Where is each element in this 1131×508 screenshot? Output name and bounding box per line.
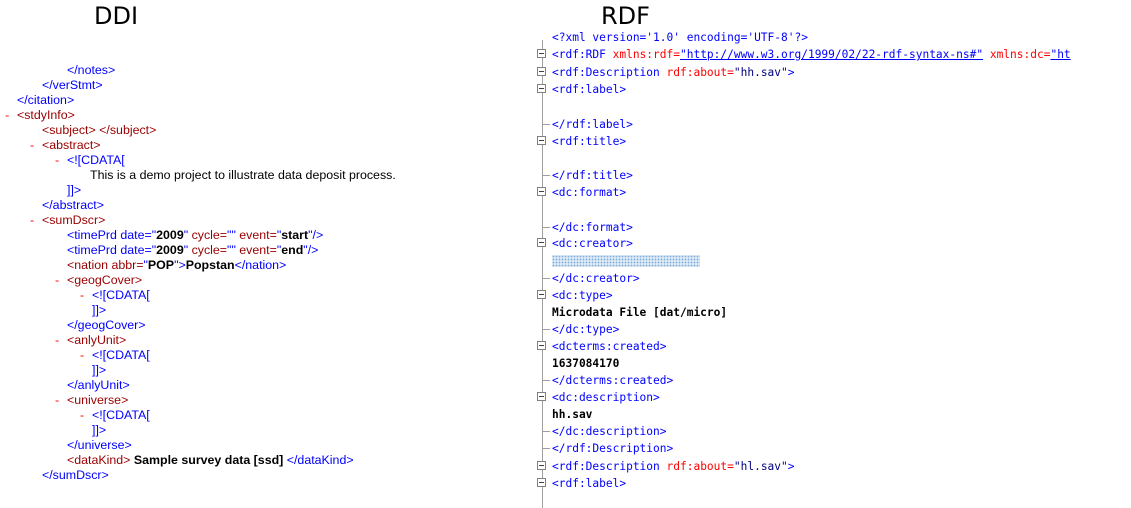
anlyunit-collapse-toggle[interactable]: -: [55, 333, 60, 347]
fold-guide-line: [542, 40, 543, 508]
fold-toggle-icon[interactable]: [537, 478, 546, 487]
rdf-line-title-close: </rdf:title>: [532, 167, 633, 184]
rdf-line-label2-open: <rdf:label>: [532, 475, 626, 492]
geogcover-collapse-toggle[interactable]: -: [55, 273, 60, 287]
ddi-line-datakind: <dataKind> Sample survey data [ssd] </da…: [67, 453, 354, 467]
universe-cdata-collapse-toggle[interactable]: -: [80, 408, 85, 422]
rdf-line-type-open: <dc:type>: [532, 287, 613, 304]
ddi-line-abstract-cdata-open: - <![CDATA[: [55, 153, 125, 167]
rdf-line-creator-selection: [532, 252, 700, 269]
rdf-line-title-open: <rdf:title>: [532, 133, 626, 150]
ddi-line-universe-open: - <universe>: [55, 393, 129, 407]
rdf-line-xml-decl: <?xml version='1.0' encoding='UTF-8'?>: [552, 32, 808, 44]
rdf-line-description-value: hh.sav: [552, 408, 593, 421]
rdf-line-created-close: </dcterms:created>: [532, 372, 673, 389]
fold-toggle-icon[interactable]: [537, 67, 546, 76]
geogcover-cdata-collapse-toggle[interactable]: -: [80, 288, 85, 302]
rdf-line-creator-close: </dc:creator>: [532, 270, 640, 287]
abstract-collapse-toggle[interactable]: -: [30, 138, 35, 152]
sumdscr-collapse-toggle[interactable]: -: [30, 213, 35, 227]
ddi-line-anlyunit-open: - <anlyUnit>: [55, 333, 127, 347]
abstract-cdata-collapse-toggle[interactable]: -: [55, 153, 60, 167]
fold-toggle-icon[interactable]: [537, 49, 546, 58]
rdf-line-format-open: <dc:format>: [532, 184, 626, 201]
rdf-line-type-value: Microdata File [dat/micro]: [552, 306, 728, 319]
ddi-line-geogcover-cdata-open: - <![CDATA[: [80, 288, 150, 302]
rdf-title: RDF: [601, 2, 650, 30]
universe-collapse-toggle[interactable]: -: [55, 393, 60, 407]
rdf-line-description-close: </rdf:Description>: [532, 440, 673, 457]
fold-toggle-icon[interactable]: [537, 392, 546, 401]
ddi-line-anlyunit-cdata-open: - <![CDATA[: [80, 348, 150, 362]
ddi-line-universe-cdata-open: - <![CDATA[: [80, 408, 150, 422]
ddi-line-sumdscr-open: - <sumDscr>: [30, 213, 106, 227]
ddi-line-abstract-open: - <abstract>: [30, 138, 101, 152]
rdf-xml-editor: <?xml version='1.0' encoding='UTF-8'?> <…: [532, 32, 1131, 508]
fold-toggle-icon[interactable]: [537, 461, 546, 470]
fold-toggle-icon[interactable]: [537, 238, 546, 247]
stdyinfo-collapse-toggle[interactable]: -: [5, 108, 10, 122]
ddi-line-geogcover-open: - <geogCover>: [55, 273, 143, 287]
ddi-line-nation: <nation abbr="POP">Popstan</nation>: [67, 258, 287, 272]
ddi-title: DDI: [94, 2, 139, 30]
selection-highlight: [552, 255, 700, 267]
rdf-line-description-field-open: <dc:description>: [532, 389, 660, 406]
fold-toggle-icon[interactable]: [537, 290, 546, 299]
rdf-line-format-close: </dc:format>: [532, 219, 633, 236]
rdf-line-label-close: </rdf:label>: [532, 116, 633, 133]
fold-toggle-icon[interactable]: [537, 136, 546, 145]
anlyunit-cdata-collapse-toggle[interactable]: -: [80, 348, 85, 362]
rdf-line-rdf-open: <rdf:RDF xmlns:rdf="http://www.w3.org/19…: [532, 46, 1071, 63]
rdf-line-type-close: </dc:type>: [532, 321, 619, 338]
rdf-line-label-open: <rdf:label>: [532, 81, 626, 98]
rdf-line-description2-open: <rdf:Description rdf:about="hl.sav">: [532, 458, 795, 475]
rdf-line-created-value: 1637084170: [552, 357, 620, 370]
ddi-line-timeprd-start: <timePrd date="2009" cycle="" event="sta…: [67, 228, 324, 242]
rdf-line-creator-open: <dc:creator>: [532, 235, 633, 252]
ddi-line-timeprd-end: <timePrd date="2009" cycle="" event="end…: [67, 243, 319, 257]
rdf-line-created-open: <dcterms:created>: [532, 338, 667, 355]
rdf-line-description-field-close: </dc:description>: [532, 423, 667, 440]
fold-toggle-icon[interactable]: [537, 341, 546, 350]
fold-toggle-icon[interactable]: [537, 84, 546, 93]
fold-toggle-icon[interactable]: [537, 187, 546, 196]
ddi-line-stdyinfo-open: - <stdyInfo>: [5, 108, 75, 122]
rdf-line-description-open: <rdf:Description rdf:about="hh.sav">: [532, 64, 795, 81]
